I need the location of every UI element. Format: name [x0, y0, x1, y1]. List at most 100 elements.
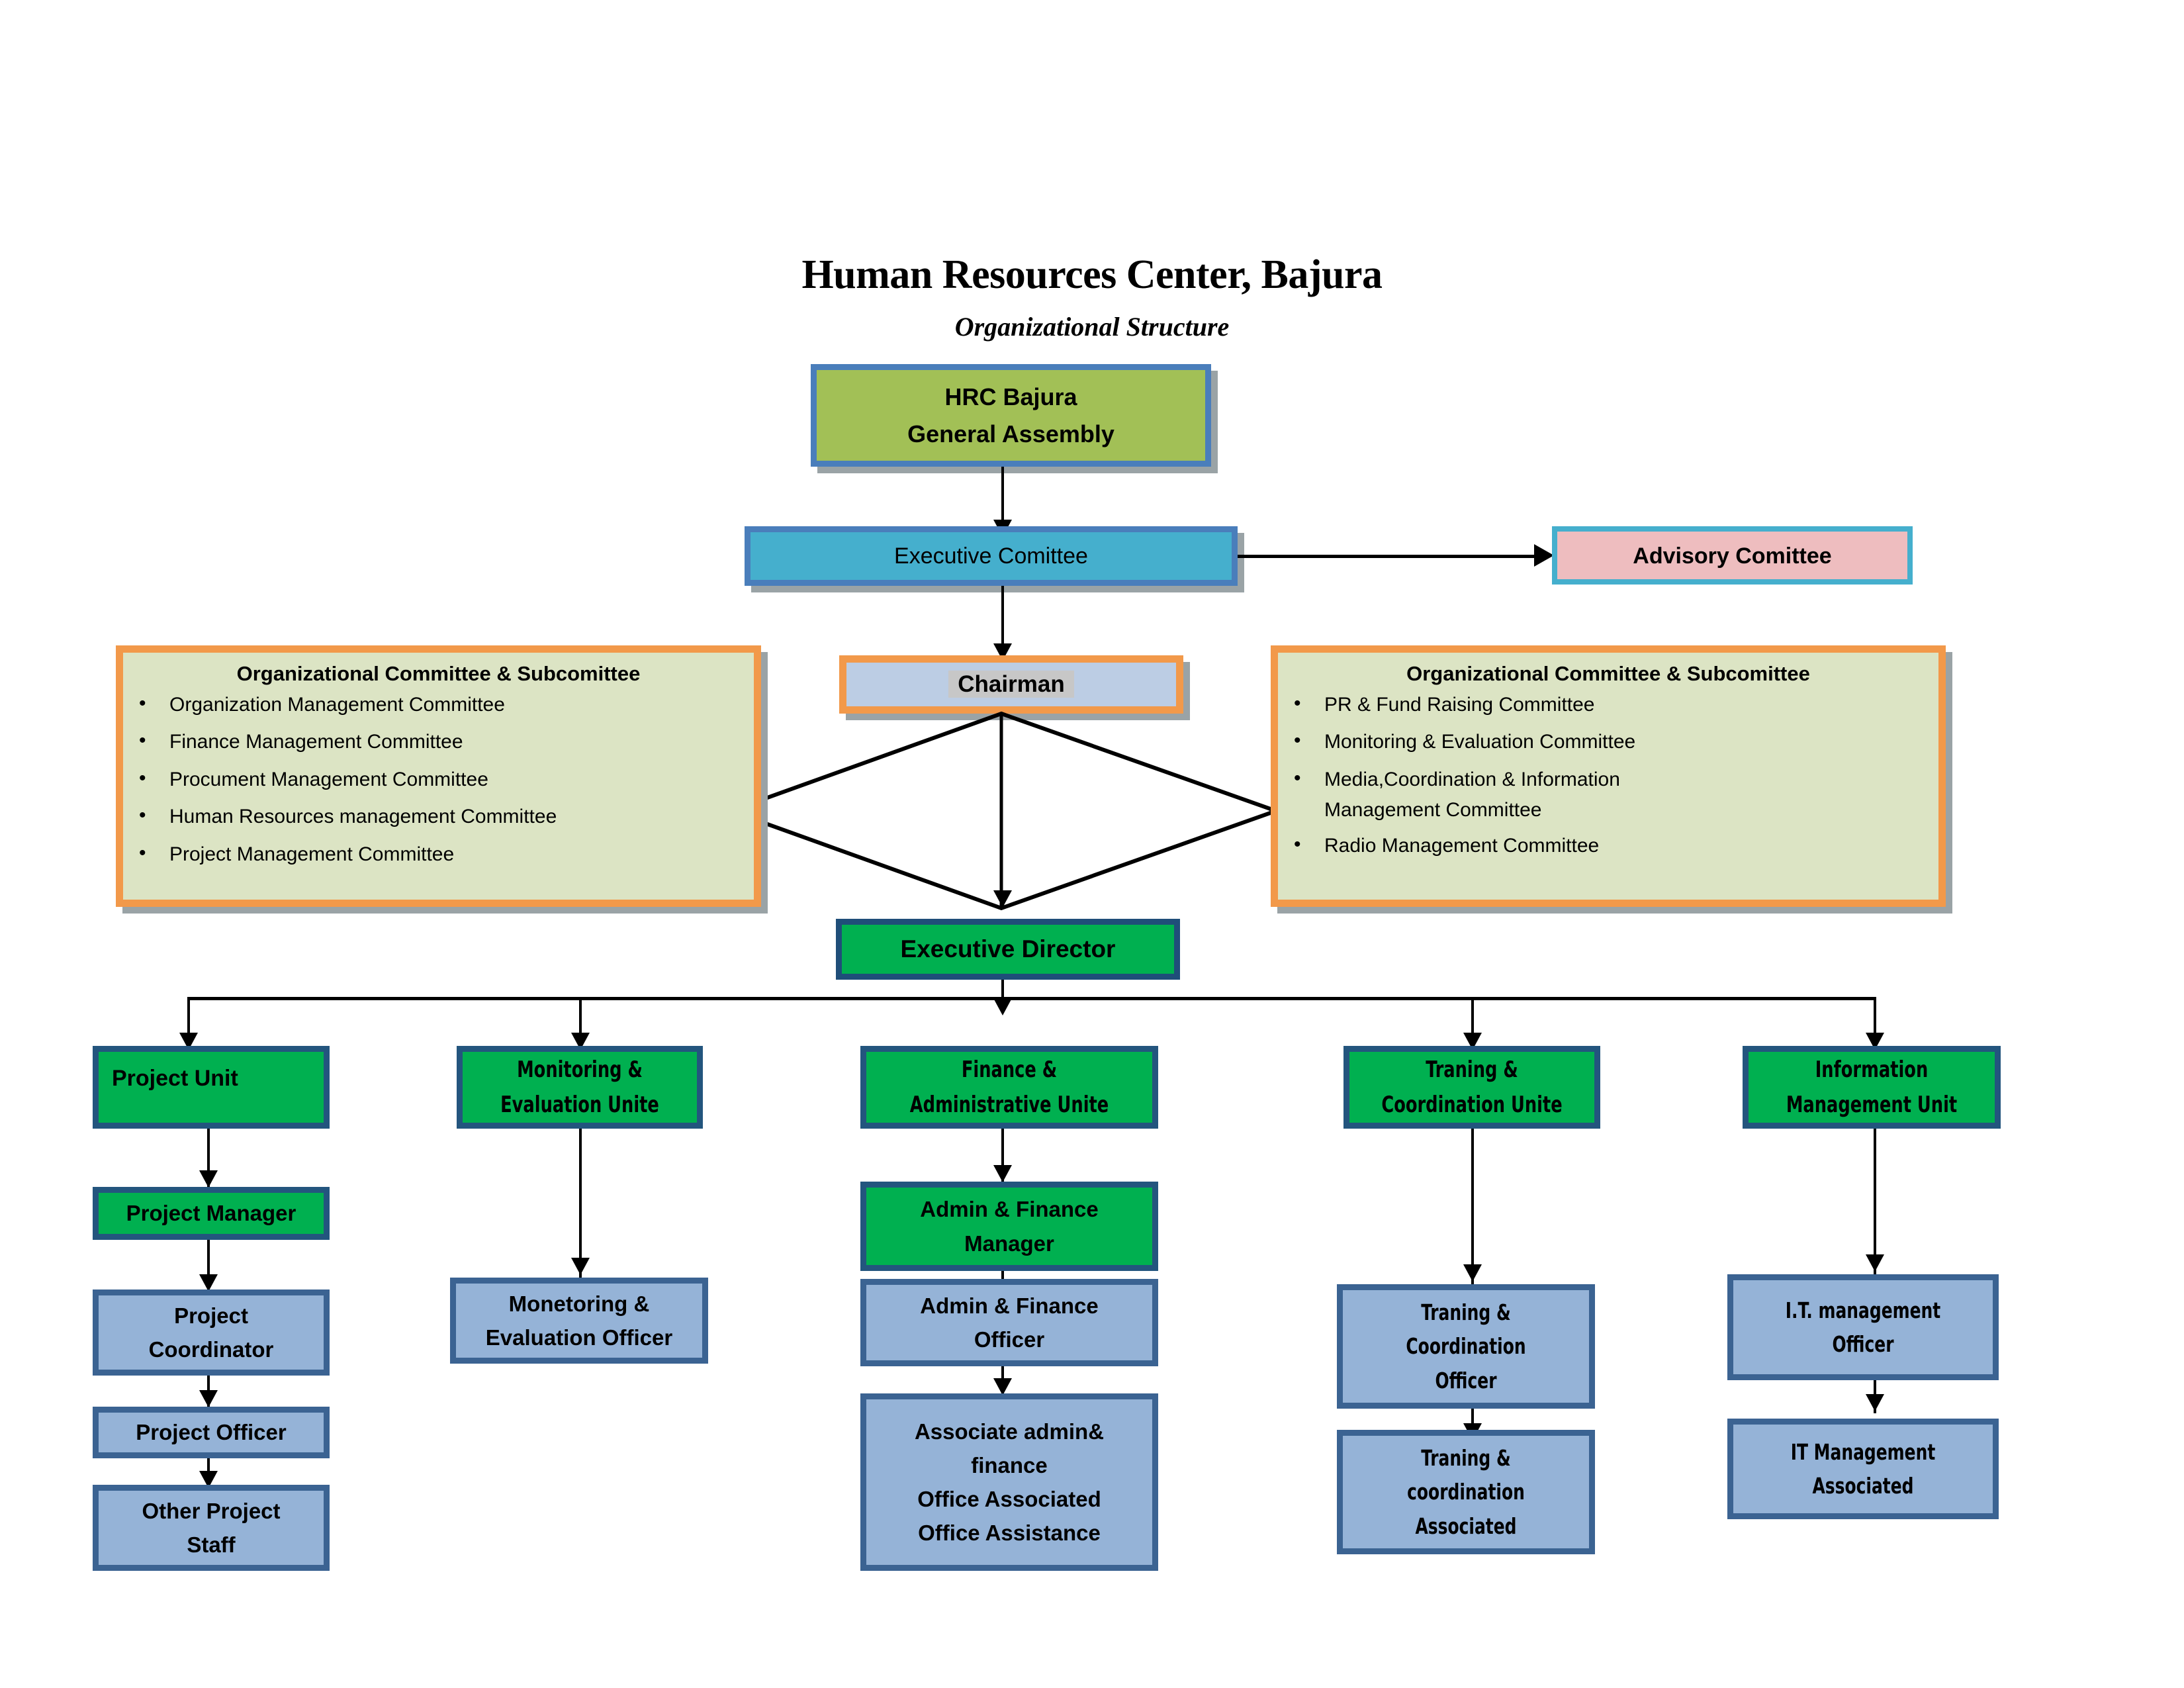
list-item[interactable]: Procument Management Committee: [139, 766, 747, 792]
project-unit-label: Project Unit: [112, 1066, 238, 1091]
node-general-assembly[interactable]: HRC Bajura General Assembly: [811, 364, 1211, 467]
right-committee-list: PR & Fund Raising Committee Monitoring &…: [1278, 691, 1938, 792]
node-project-manager[interactable]: Project Manager: [93, 1187, 330, 1240]
node-other-project-staff[interactable]: Other Project Staff: [93, 1485, 330, 1571]
arrowhead-c4-a: [1463, 1264, 1482, 1282]
project-coordinator-line-2: Coordinator: [148, 1337, 274, 1362]
training-associated-line-1: Traning &: [1421, 1445, 1511, 1472]
it-officer-line-2: Officer: [1832, 1331, 1894, 1357]
arrowhead-c5-a: [1866, 1254, 1884, 1272]
node-associate-admin-finance[interactable]: Associate admin& finance Office Associat…: [860, 1393, 1158, 1571]
arrowhead-c1-a: [199, 1170, 218, 1188]
information-unit-line-1: Information: [1815, 1056, 1929, 1083]
associate-admin-line-3: Office Associated: [917, 1487, 1101, 1511]
information-unit-line-2: Management Unit: [1786, 1091, 1958, 1118]
associate-admin-line-2: finance: [971, 1452, 1048, 1477]
executive-director-label: Executive Director: [900, 935, 1116, 963]
panel-right-committees[interactable]: Organizational Committee & Subcomittee P…: [1271, 645, 1946, 907]
page-title: Human Resources Center, Bajura: [801, 252, 1383, 297]
node-project-officer[interactable]: Project Officer: [93, 1407, 330, 1458]
node-it-management-associated[interactable]: IT Management Associated: [1727, 1419, 1999, 1519]
connector-exec-advisory: [1238, 555, 1539, 558]
monitoring-unit-line-1: Monitoring &: [517, 1056, 643, 1083]
arrowhead-director-down: [993, 998, 1012, 1015]
monitoring-officer-line-1: Monetoring &: [508, 1291, 650, 1316]
assembly-line-1: HRC Bajura: [944, 383, 1077, 410]
node-training-coordination-associated[interactable]: Traning & coordination Associated: [1337, 1430, 1595, 1554]
diamond-connector: [728, 711, 1282, 911]
it-associated-line-2: Associated: [1812, 1473, 1914, 1499]
node-advisory-committee[interactable]: Advisory Comittee: [1552, 526, 1913, 585]
node-monitoring-unit[interactable]: Monitoring & Evaluation Unite: [457, 1046, 703, 1129]
chairman-label-wrap: Chairman: [850, 667, 1172, 702]
node-project-unit[interactable]: Project Unit: [93, 1046, 330, 1129]
project-manager-label: Project Manager: [126, 1201, 296, 1226]
arrowhead-c3-c: [993, 1378, 1012, 1395]
admin-finance-officer-line-1: Admin & Finance: [920, 1293, 1099, 1318]
list-item[interactable]: Media,Coordination & Information: [1294, 766, 1932, 792]
other-project-staff-line-2: Staff: [187, 1532, 236, 1557]
connector-assembly-exec: [1001, 467, 1004, 525]
monitoring-unit-line-2: Evaluation Unite: [500, 1091, 659, 1118]
training-associated-line-2: coordination: [1407, 1479, 1525, 1505]
admin-finance-manager-line-1: Admin & Finance: [920, 1197, 1099, 1222]
right-committee-item3-continuation: Management Committee: [1324, 799, 1542, 821]
node-executive-committee[interactable]: Executive Comittee: [745, 526, 1238, 586]
connector-c1-a: [207, 1129, 210, 1188]
node-chairman[interactable]: Chairman: [839, 655, 1183, 714]
chairman-label: Chairman: [948, 670, 1074, 698]
node-information-unit[interactable]: Information Management Unit: [1743, 1046, 2001, 1129]
node-monitoring-evaluation-officer[interactable]: Monetoring & Evaluation Officer: [450, 1278, 708, 1364]
training-associated-line-3: Associated: [1415, 1513, 1517, 1539]
node-admin-finance-officer[interactable]: Admin & Finance Officer: [860, 1279, 1158, 1366]
node-admin-finance-manager[interactable]: Admin & Finance Manager: [860, 1182, 1158, 1271]
list-item[interactable]: Finance Management Committee: [139, 728, 747, 755]
list-item[interactable]: Radio Management Committee: [1294, 832, 1932, 859]
arrowhead-exec-advisory: [1534, 544, 1554, 567]
connector-bus-col5: [1874, 997, 1876, 1050]
monitoring-officer-line-2: Evaluation Officer: [485, 1325, 673, 1350]
list-item[interactable]: Organization Management Committee: [139, 691, 747, 718]
node-training-coordination-officer[interactable]: Traning & Coordination Officer: [1337, 1284, 1595, 1409]
training-unit-line-1: Traning &: [1426, 1056, 1518, 1083]
training-officer-line-3: Officer: [1435, 1367, 1497, 1393]
node-it-management-officer[interactable]: I.T. management Officer: [1727, 1274, 1999, 1380]
list-item[interactable]: Monitoring & Evaluation Committee: [1294, 728, 1932, 755]
left-committee-list: Organization Management Committee Financ…: [123, 691, 754, 867]
connector-bus-col1: [187, 997, 190, 1050]
training-unit-line-2: Coordination Unite: [1381, 1091, 1563, 1118]
admin-finance-officer-line-2: Officer: [974, 1327, 1045, 1352]
training-officer-line-2: Coordination: [1406, 1333, 1526, 1360]
right-committee-heading: Organizational Committee & Subcomittee: [1406, 662, 1810, 685]
connector-bus-col2: [579, 997, 582, 1050]
list-item[interactable]: Project Management Committee: [139, 841, 747, 867]
arrowhead-diamond-director: [993, 890, 1012, 908]
connector-c3-a: [1001, 1129, 1004, 1182]
arrowhead-c5-b: [1866, 1394, 1884, 1411]
it-officer-line-1: I.T. management: [1785, 1297, 1941, 1323]
distribution-bus-line: [187, 997, 1875, 1000]
connector-c4-a: [1471, 1129, 1474, 1284]
arrowhead-c1-c: [199, 1390, 218, 1407]
training-officer-line-1: Traning &: [1421, 1299, 1511, 1326]
arrowhead-c2-a: [571, 1258, 590, 1275]
assembly-line-2: General Assembly: [907, 420, 1115, 447]
node-project-coordinator[interactable]: Project Coordinator: [93, 1289, 330, 1376]
advisory-committee-label: Advisory Comittee: [1633, 543, 1832, 569]
connector-bus-col4: [1471, 997, 1474, 1050]
node-training-unit[interactable]: Traning & Coordination Unite: [1343, 1046, 1600, 1129]
node-finance-unit[interactable]: Finance & Administrative Unite: [860, 1046, 1158, 1129]
project-coordinator-line-1: Project: [174, 1303, 248, 1328]
right-committee-list-cont: Radio Management Committee: [1278, 832, 1938, 859]
associate-admin-line-1: Associate admin&: [914, 1419, 1105, 1444]
connector-director-bus: [1001, 980, 1004, 998]
finance-unit-line-1: Finance &: [961, 1056, 1058, 1083]
node-executive-director[interactable]: Executive Director: [836, 919, 1180, 980]
admin-finance-manager-line-2: Manager: [964, 1231, 1054, 1256]
panel-left-committees[interactable]: Organizational Committee & Subcomittee O…: [116, 645, 761, 907]
connector-exec-chairman: [1001, 586, 1004, 649]
associate-admin-line-4: Office Assistance: [918, 1521, 1101, 1546]
list-item[interactable]: PR & Fund Raising Committee: [1294, 691, 1932, 718]
list-item[interactable]: Human Resources management Committee: [139, 803, 747, 829]
